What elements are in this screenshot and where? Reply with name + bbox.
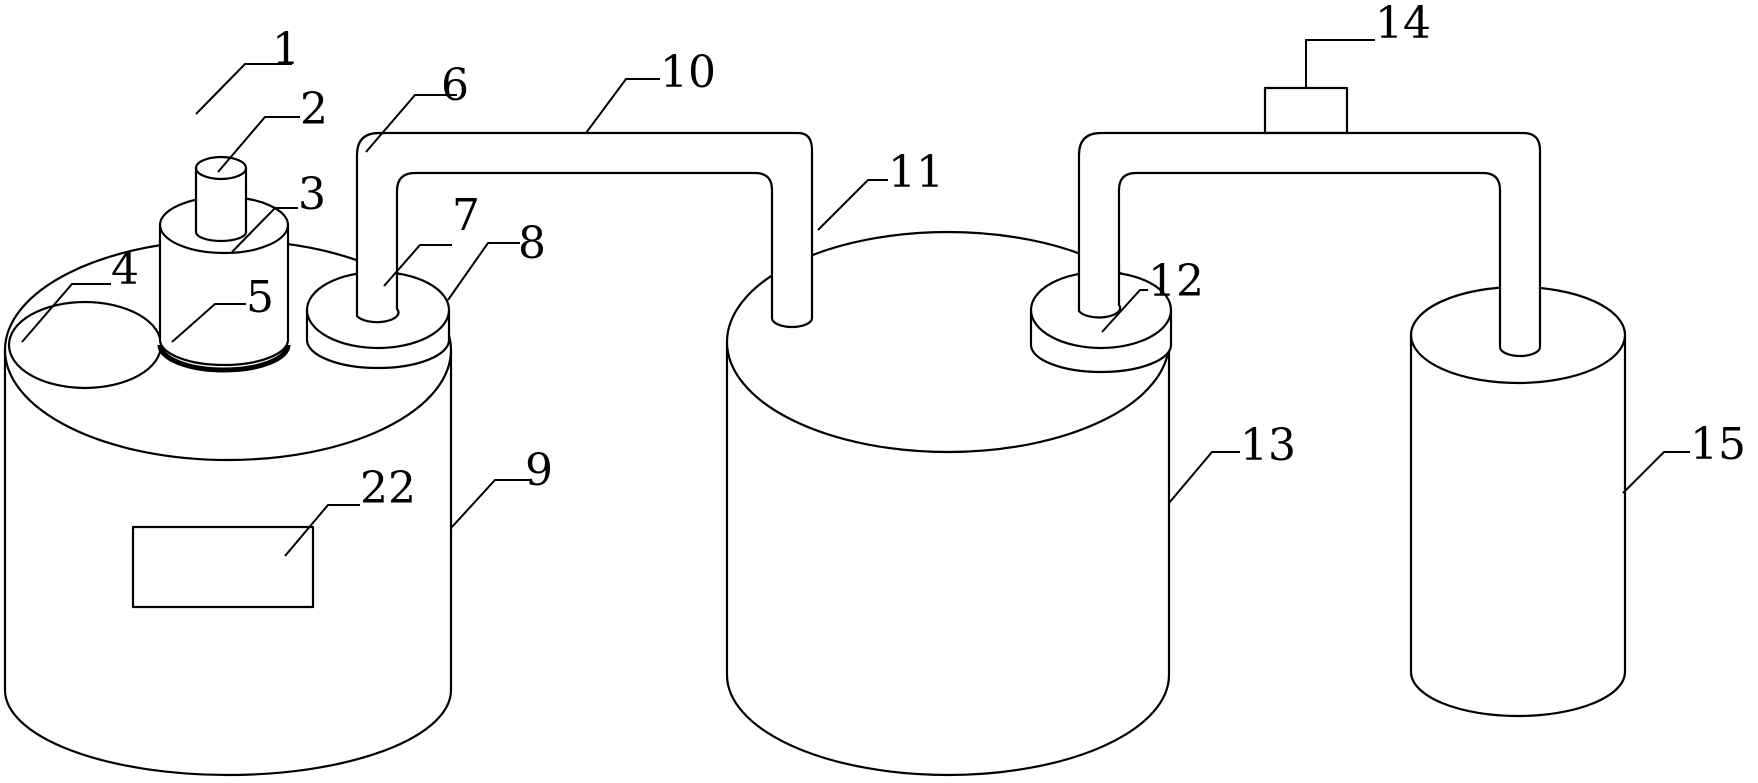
label-2: 2 xyxy=(300,84,328,135)
reference-numerals: 1 2 3 4 5 6 7 8 9 10 11 12 13 14 15 22 xyxy=(111,0,1746,514)
label-12: 12 xyxy=(1148,256,1204,307)
leader-4 xyxy=(21,283,111,343)
leader-14 xyxy=(1305,39,1375,88)
leader-10 xyxy=(585,78,660,134)
label-7: 7 xyxy=(452,190,480,241)
leader-6 xyxy=(365,94,457,153)
pipe-10 xyxy=(355,131,814,329)
leader-5 xyxy=(171,303,246,343)
label-4: 4 xyxy=(111,244,139,295)
label-1: 1 xyxy=(272,24,300,75)
leader-9 xyxy=(450,479,530,529)
leader-lines xyxy=(21,39,1690,557)
cylinder-3 xyxy=(157,195,291,373)
label-3: 3 xyxy=(298,169,326,220)
label-8: 8 xyxy=(518,218,546,269)
pipe-right xyxy=(1077,131,1542,358)
leader-3 xyxy=(231,207,298,253)
leader-13 xyxy=(1168,451,1240,504)
leader-22 xyxy=(284,504,360,557)
label-13: 13 xyxy=(1240,420,1296,471)
valve-14 xyxy=(1263,86,1349,135)
label-6: 6 xyxy=(441,60,469,111)
leader-8 xyxy=(447,242,520,301)
label-15: 15 xyxy=(1690,419,1746,470)
leader-2 xyxy=(217,116,300,173)
opening-4 xyxy=(7,300,163,390)
leader-11 xyxy=(817,179,888,231)
label-22: 22 xyxy=(360,463,416,514)
leader-7 xyxy=(383,244,452,287)
label-11: 11 xyxy=(888,147,944,198)
shaft-2 xyxy=(194,155,248,243)
label-5: 5 xyxy=(246,272,274,323)
label-9: 9 xyxy=(525,445,553,496)
display-22 xyxy=(131,525,315,609)
label-10: 10 xyxy=(660,47,716,98)
label-14: 14 xyxy=(1375,0,1431,49)
leader-1 xyxy=(195,63,292,115)
leader-15 xyxy=(1622,451,1690,494)
leader-12 xyxy=(1101,289,1148,333)
